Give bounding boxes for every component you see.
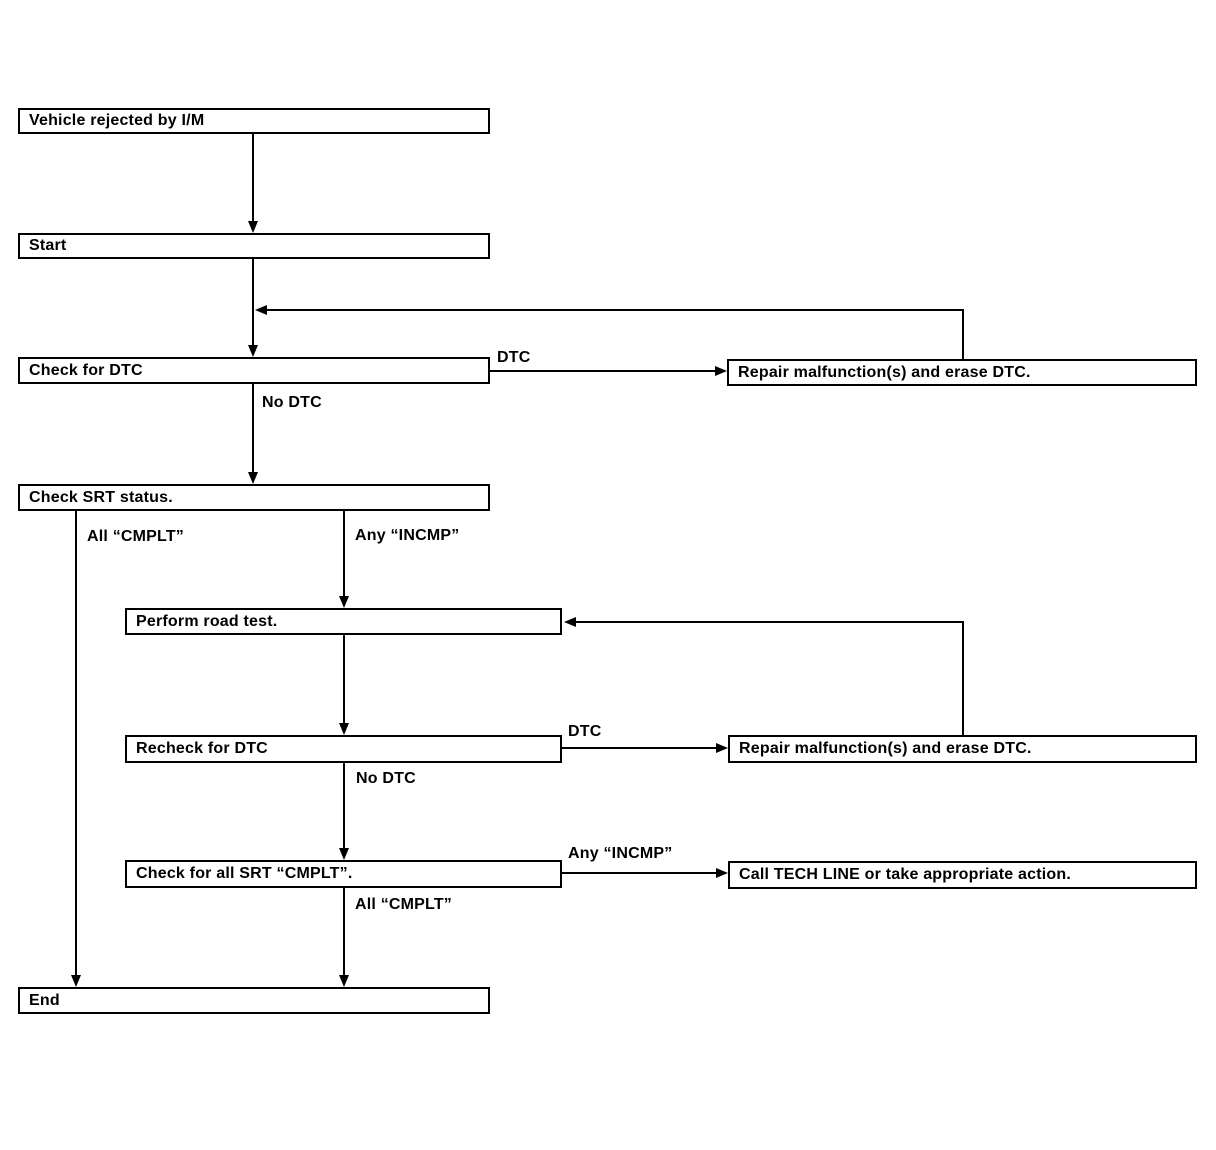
arrowhead-check-all-srt-to-end [339,975,349,987]
node-check-for-dtc: Check for DTC [18,357,490,384]
node-vehicle-rejected: Vehicle rejected by I/M [18,108,490,134]
connector-repair2-return [574,621,964,623]
node-repair-erase-dtc-1: Repair malfunction(s) and erase DTC. [727,359,1197,386]
edge-label-all-cmplt-2: All “CMPLT” [355,896,453,913]
connector-check-dtc-to-check-srt [252,384,254,474]
node-repair-erase-dtc-2: Repair malfunction(s) and erase DTC. [728,735,1197,763]
connector-repair2-riser [962,622,964,735]
arrowhead-check-dtc-to-repair1 [715,366,727,376]
connector-check-all-srt-to-tech-line [562,872,717,874]
arrowhead-repair2-return [564,617,576,627]
arrowhead-recheck-to-check-all-srt [339,848,349,860]
node-check-srt-status: Check SRT status. [18,484,490,511]
edge-label-any-incmp-2: Any “INCMP” [568,845,673,862]
connector-vehicle-to-start [252,134,254,223]
connector-recheck-to-check-all-srt [343,763,345,850]
arrowhead-check-all-srt-to-tech-line [716,868,728,878]
connector-road-test-to-recheck [343,635,345,723]
connector-check-dtc-to-repair1 [490,370,716,372]
edge-label-no-dtc-2: No DTC [356,770,416,787]
edge-label-dtc-1: DTC [497,349,531,366]
node-recheck-for-dtc: Recheck for DTC [125,735,562,763]
node-call-tech-line: Call TECH LINE or take appropriate actio… [728,861,1197,889]
node-perform-road-test: Perform road test. [125,608,562,635]
connector-srt-all-cmplt-to-end [75,511,77,977]
connector-repair1-return [264,309,964,311]
node-start: Start [18,233,490,259]
arrowhead-road-test-to-recheck [339,723,349,735]
connector-repair1-riser [962,310,964,359]
arrowhead-recheck-to-repair2 [716,743,728,753]
edge-label-all-cmplt-left: All “CMPLT” [87,528,185,545]
node-end: End [18,987,490,1014]
edge-label-no-dtc-1: No DTC [262,394,322,411]
arrowhead-repair1-return [255,305,267,315]
arrowhead-srt-any-incmp-to-road-test [339,596,349,608]
connector-check-all-srt-to-end [343,888,345,976]
arrowhead-check-dtc-to-check-srt [248,472,258,484]
edge-label-dtc-2: DTC [568,723,602,740]
node-check-all-srt-cmplt: Check for all SRT “CMPLT”. [125,860,562,888]
arrowhead-vehicle-to-start [248,221,258,233]
arrowhead-start-to-check-dtc [248,345,258,357]
arrowhead-srt-all-cmplt-to-end [71,975,81,987]
connector-start-to-check-dtc [252,259,254,347]
edge-label-any-incmp-1: Any “INCMP” [355,527,460,544]
connector-srt-any-incmp-to-road-test [343,511,345,598]
connector-recheck-to-repair2 [562,747,717,749]
